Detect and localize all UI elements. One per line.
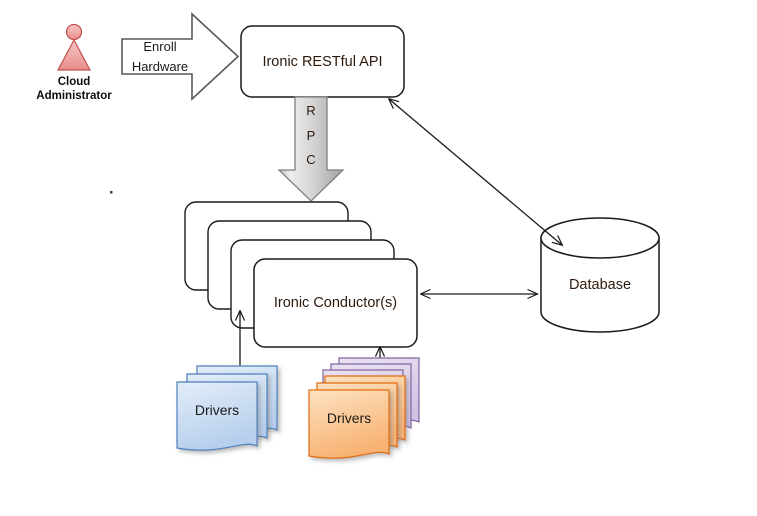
ironic-restful-api-box[interactable] <box>240 25 405 98</box>
drivers-orange-stack[interactable] <box>308 357 420 459</box>
ironic-conductor-stack[interactable] <box>184 201 418 348</box>
stray-mark <box>110 191 113 194</box>
drivers-blue-stack[interactable] <box>176 365 278 451</box>
enroll-hardware-block-arrow <box>121 12 240 101</box>
drivers-blue-copy-3-front <box>176 381 258 451</box>
connector-api-database <box>389 99 562 245</box>
cloud-administrator-actor <box>57 23 91 71</box>
drivers-orange-copy-3-front <box>308 389 390 459</box>
conductor-copy-4-front <box>253 258 418 348</box>
rpc-block-arrow <box>277 96 345 202</box>
database-cylinder[interactable] <box>540 217 660 333</box>
